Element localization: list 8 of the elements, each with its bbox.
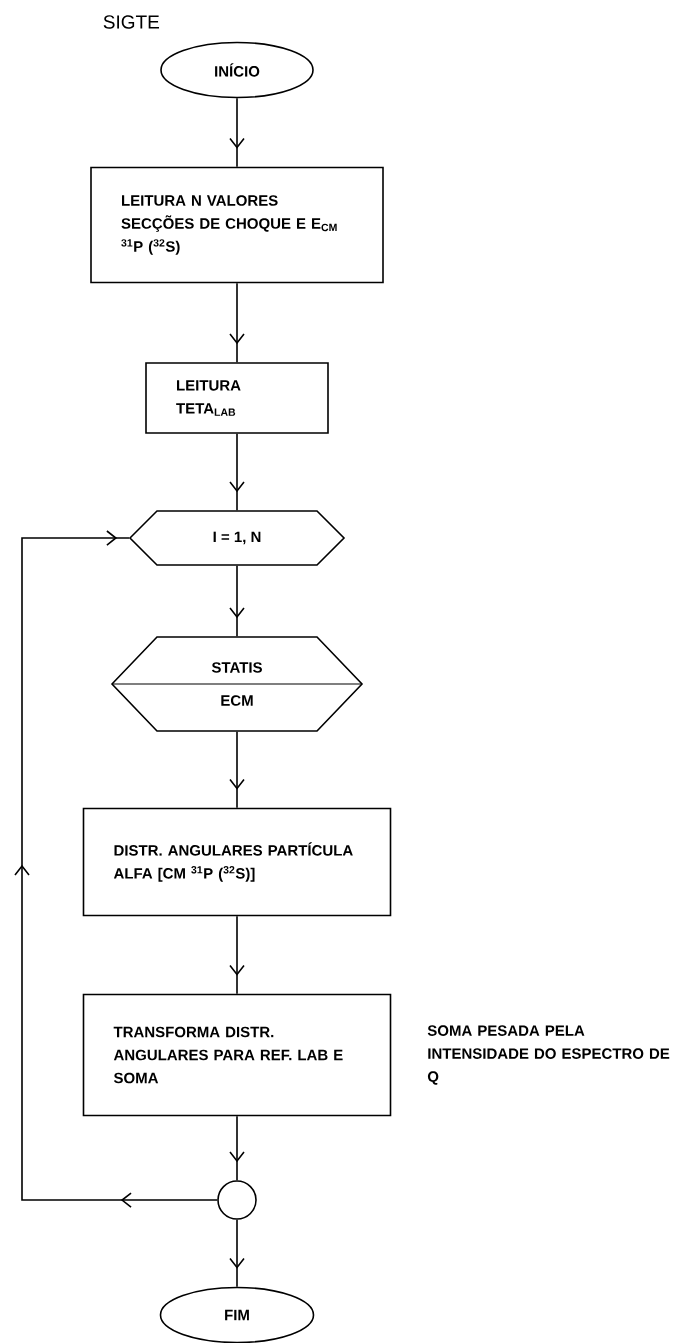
process-box: LEITURA N VALORES SECÇÕES DE CHOQUE E E$_{CM}$ $^{31}$P ($^{32}$S) <box>90 166 384 284</box>
title: SIGTE <box>103 15 159 29</box>
process-box: DISTR. ANGULARES PARTÍCULA ALFA [CM $^{31}$P ($^{32}$S)] <box>82 807 392 917</box>
connector-circle <box>217 1180 257 1220</box>
process-box: TRANSFORMA DISTR. ANGULARES PARA REF. LAB E SOMA <box>82 993 392 1117</box>
start-oval: INÍCIO <box>160 41 314 99</box>
process-box: LEITURA TETA$_{LAB}$ <box>145 362 329 434</box>
side-note: SOMA PESADA PELA INTENSIDADE DO ESPECTRO DE Q <box>427 1025 670 1085</box>
